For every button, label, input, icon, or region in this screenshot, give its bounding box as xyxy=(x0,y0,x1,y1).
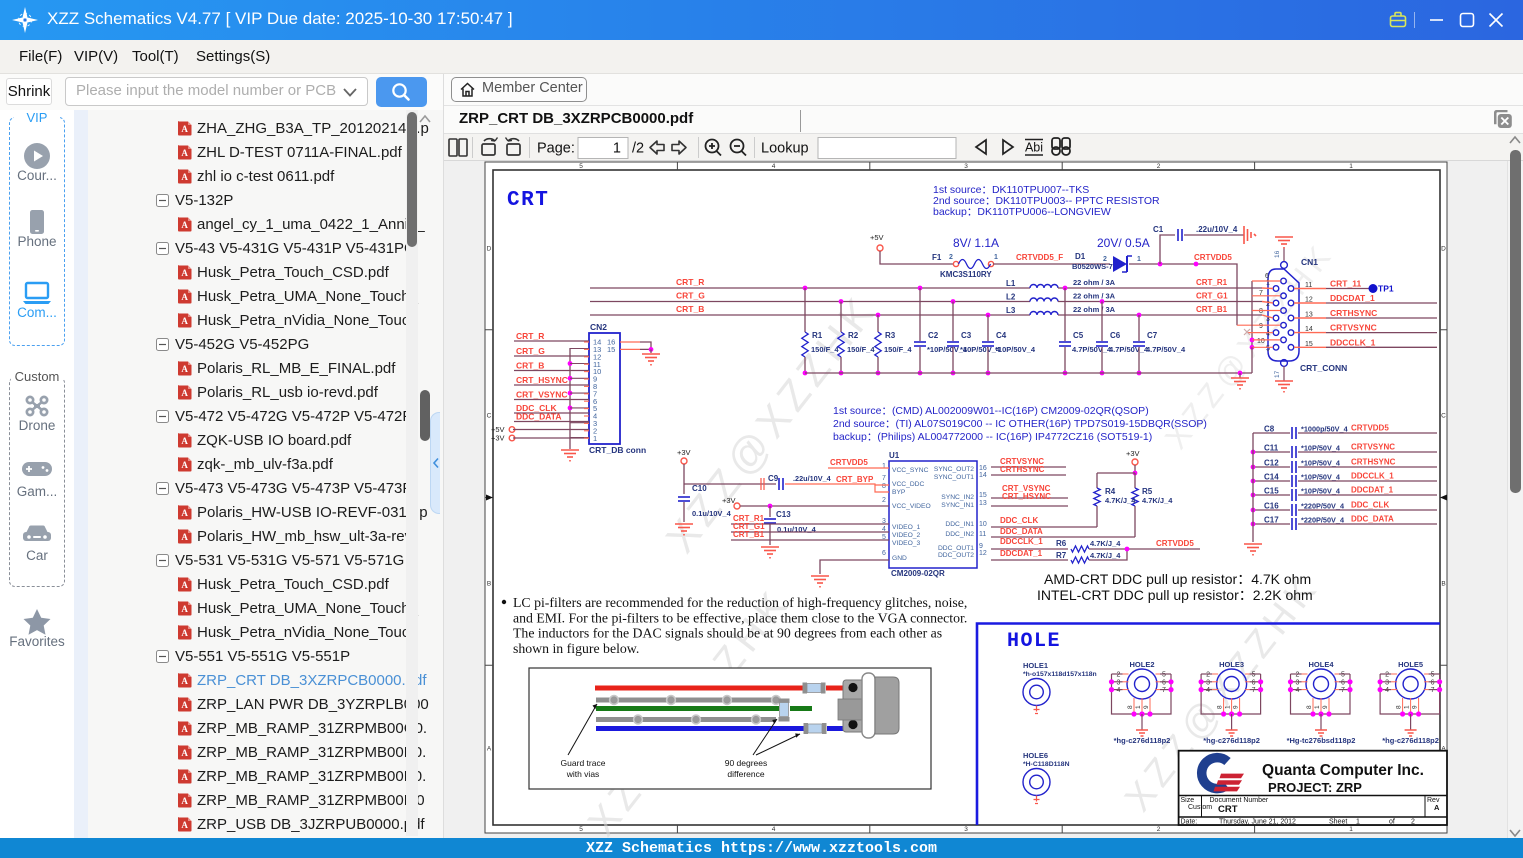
svg-text:A: A xyxy=(181,508,188,518)
svg-text:A: A xyxy=(181,724,188,734)
svg-text:A: A xyxy=(181,292,188,302)
svg-text:A: A xyxy=(181,772,188,782)
svg-text:A: A xyxy=(181,580,188,590)
svg-text:Abi: Abi xyxy=(1025,141,1043,155)
svg-text:A: A xyxy=(181,604,188,614)
svg-text:A: A xyxy=(181,124,188,134)
svg-text:A: A xyxy=(181,820,188,830)
svg-text:A: A xyxy=(181,364,188,374)
svg-text:A: A xyxy=(181,676,188,686)
svg-text:A: A xyxy=(181,532,188,542)
svg-text:/2: /2 xyxy=(632,141,644,157)
svg-text:Lookup: Lookup xyxy=(761,141,809,157)
svg-text:A: A xyxy=(181,460,188,470)
svg-text:A: A xyxy=(181,220,188,230)
svg-text:A: A xyxy=(181,748,188,758)
svg-text:A: A xyxy=(181,316,188,326)
svg-text:1: 1 xyxy=(613,141,621,157)
svg-text:A: A xyxy=(181,172,188,182)
svg-text:A: A xyxy=(181,436,188,446)
svg-text:A: A xyxy=(181,148,188,158)
svg-text:Page:: Page: xyxy=(537,141,575,157)
svg-text:A: A xyxy=(181,388,188,398)
svg-text:A: A xyxy=(181,628,188,638)
svg-text:A: A xyxy=(181,268,188,278)
svg-text:A: A xyxy=(181,796,188,806)
svg-text:A: A xyxy=(181,700,188,710)
